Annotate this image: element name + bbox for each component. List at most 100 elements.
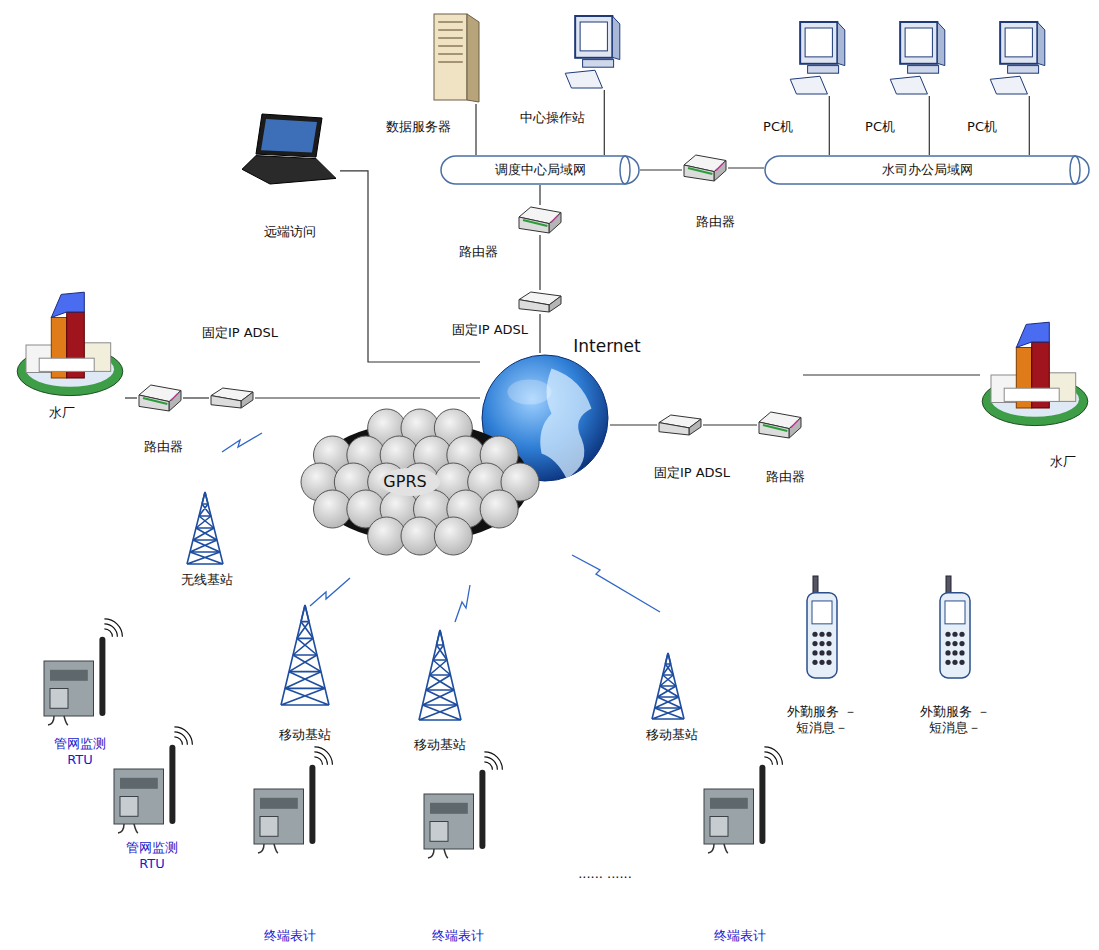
workstation-icon: PC机 xyxy=(989,20,1051,96)
network-link xyxy=(803,374,980,375)
rtu-device-icon-graphic xyxy=(700,745,790,855)
base-station-tower-graphic xyxy=(279,603,331,707)
water-plant-icon: 水厂 xyxy=(15,290,125,400)
water-plant-icon-graphic xyxy=(980,320,1090,430)
rtu-device-icon-graphic xyxy=(250,745,340,855)
router-icon: 路由器 xyxy=(757,410,803,440)
lan-name: 调度中心局域网 xyxy=(495,162,586,178)
network-link xyxy=(539,314,540,353)
router-icon: 路由器 xyxy=(682,153,728,183)
adsl-modem-icon: 固定IP ADSL xyxy=(517,290,563,314)
workstation-icon: PC机 xyxy=(789,20,851,96)
device-label: Internet xyxy=(573,336,641,356)
device-label: 终端表计 xyxy=(264,928,316,944)
network-link xyxy=(255,397,480,398)
workstation-icon-graphic xyxy=(789,20,851,96)
device-label: GPRS xyxy=(383,472,426,491)
workstation-icon: PC机 xyxy=(889,20,951,96)
device-label: 移动基站 xyxy=(279,727,331,743)
network-link xyxy=(640,169,682,170)
base-station-tower: 移动基站 xyxy=(650,651,686,721)
network-link xyxy=(125,397,137,398)
workstation-icon: 中心操作站 xyxy=(564,14,626,90)
lan-band: 调度中心局域网 xyxy=(440,155,640,185)
adsl-modem-icon: 固定IP ADSL xyxy=(657,413,703,437)
network-link xyxy=(183,397,209,398)
water-plant-icon: 水厂 xyxy=(980,320,1090,430)
router-icon: 路由器 xyxy=(517,205,563,235)
device-label: 终端表计 xyxy=(432,928,484,944)
network-link xyxy=(929,96,930,155)
router-icon: 路由器 xyxy=(137,383,183,413)
adsl-modem-icon-graphic xyxy=(209,386,255,410)
lightning-bolt xyxy=(222,433,660,622)
router-icon-graphic xyxy=(137,383,183,413)
device-label: 外勤服务 －短消息－ xyxy=(917,704,993,735)
device-label: 路由器 xyxy=(696,214,735,230)
lan-name: 水司办公局域网 xyxy=(882,162,973,178)
device-label: PC机 xyxy=(865,119,895,135)
base-station-tower: 移动基站 xyxy=(279,603,331,707)
router-icon-graphic xyxy=(517,205,563,235)
device-label: 数据服务器 xyxy=(386,119,451,135)
base-station-tower: 无线基站 xyxy=(185,490,225,566)
device-label: 移动基站 xyxy=(646,727,698,743)
mobile-phone-icon-graphic xyxy=(930,576,980,680)
network-link xyxy=(475,104,476,155)
base-station-tower-graphic xyxy=(650,651,686,721)
device-label: PC机 xyxy=(967,119,997,135)
rtu-device-icon: 终端表计 xyxy=(250,745,340,855)
network-link xyxy=(539,185,540,205)
device-label: 固定IP ADSL xyxy=(654,465,730,481)
network-link xyxy=(539,235,540,290)
ellipsis-label: ...... ...... xyxy=(578,866,632,881)
water-plant-icon-graphic xyxy=(15,290,125,400)
network-link xyxy=(728,167,764,168)
device-label: 无线基站 xyxy=(181,572,233,588)
mobile-phone-icon: 外勤服务 －短消息－ xyxy=(930,576,980,680)
device-label: 路由器 xyxy=(144,439,183,455)
device-label: 路由器 xyxy=(459,244,498,260)
device-label: 固定IP ADSL xyxy=(452,322,528,338)
router-icon-graphic xyxy=(682,153,728,183)
adsl-modem-icon-graphic xyxy=(657,413,703,437)
rtu-device-icon: 管网监测 RTU xyxy=(40,617,130,727)
mobile-phone-icon-graphic xyxy=(797,576,847,680)
mobile-phone-icon: 外勤服务 －短消息－ xyxy=(797,576,847,680)
laptop-icon-graphic xyxy=(240,110,340,186)
device-label: 管网监测 RTU xyxy=(49,736,111,767)
workstation-icon-graphic xyxy=(989,20,1051,96)
network-link xyxy=(829,96,830,155)
device-label: 终端表计 xyxy=(714,928,766,944)
device-label: 远端访问 xyxy=(264,224,316,240)
rtu-device-icon: 管网监测 RTU xyxy=(110,725,200,835)
network-link xyxy=(604,90,605,155)
router-icon-graphic xyxy=(757,410,803,440)
device-label: PC机 xyxy=(763,119,793,135)
base-station-tower-graphic xyxy=(417,628,463,722)
adsl-modem-icon: 固定IP ADSL xyxy=(209,386,255,410)
lan-band: 水司办公局域网 xyxy=(764,155,1090,185)
device-label: 中心操作站 xyxy=(520,110,585,126)
device-label: 固定IP ADSL xyxy=(202,325,278,341)
device-label: 水厂 xyxy=(1050,454,1076,470)
device-label: 移动基站 xyxy=(414,737,466,753)
rtu-device-icon: 终端表计 xyxy=(420,750,510,860)
device-label: 外勤服务 －短消息－ xyxy=(784,704,860,735)
rtu-device-icon-graphic xyxy=(420,750,510,860)
network-link xyxy=(610,424,657,425)
base-station-tower: 移动基站 xyxy=(417,628,463,722)
rtu-device-icon-graphic xyxy=(40,617,130,727)
server-icon-graphic xyxy=(425,12,485,104)
workstation-icon-graphic xyxy=(564,14,626,90)
gprs-cloud: GPRS xyxy=(295,407,545,557)
adsl-modem-icon-graphic xyxy=(517,290,563,314)
rtu-device-icon-graphic xyxy=(110,725,200,835)
network-link xyxy=(703,424,757,425)
laptop-icon: 远端访问 xyxy=(240,110,340,186)
workstation-icon-graphic xyxy=(889,20,951,96)
base-station-tower-graphic xyxy=(185,490,225,566)
device-label: 路由器 xyxy=(766,469,805,485)
device-label: 管网监测 RTU xyxy=(121,840,183,871)
